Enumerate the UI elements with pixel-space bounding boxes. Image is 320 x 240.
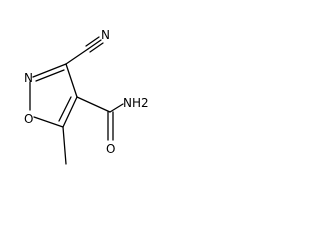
amide-c-n-bond: [109, 103, 124, 113]
nitrile-nitrogen-label: N: [101, 28, 110, 42]
amide-nh2-label: NH2: [123, 96, 149, 110]
bonds: [29, 36, 124, 165]
c4-c3-bond: [65, 63, 78, 98]
c5-methyl-bond: [62, 126, 67, 165]
n2-c3-double-bond: [32, 63, 67, 78]
o1-c5-bond: [33, 116, 64, 128]
ring-nitrogen-label: N: [24, 71, 33, 85]
ring-oxygen-label: O: [24, 112, 33, 126]
nitrile-triple-bond-1: [87, 39, 102, 50]
n2-c3-double-bond-inner: [35, 69, 65, 82]
amide-oxygen-label: O: [106, 142, 115, 156]
nitrile-triple-bond-2: [89, 42, 104, 53]
chemical-structure: N N O NH2 O: [24, 28, 149, 165]
c5-c4-double-bond: [62, 96, 78, 128]
c3-nitrile-bond: [65, 48, 89, 65]
c4-amide-carbon-bond: [76, 96, 111, 113]
nitrile-triple-bond-3: [85, 36, 100, 47]
atom-labels: N N O NH2 O: [24, 28, 149, 156]
c5-c4-double-bond-inner: [58, 96, 72, 122]
